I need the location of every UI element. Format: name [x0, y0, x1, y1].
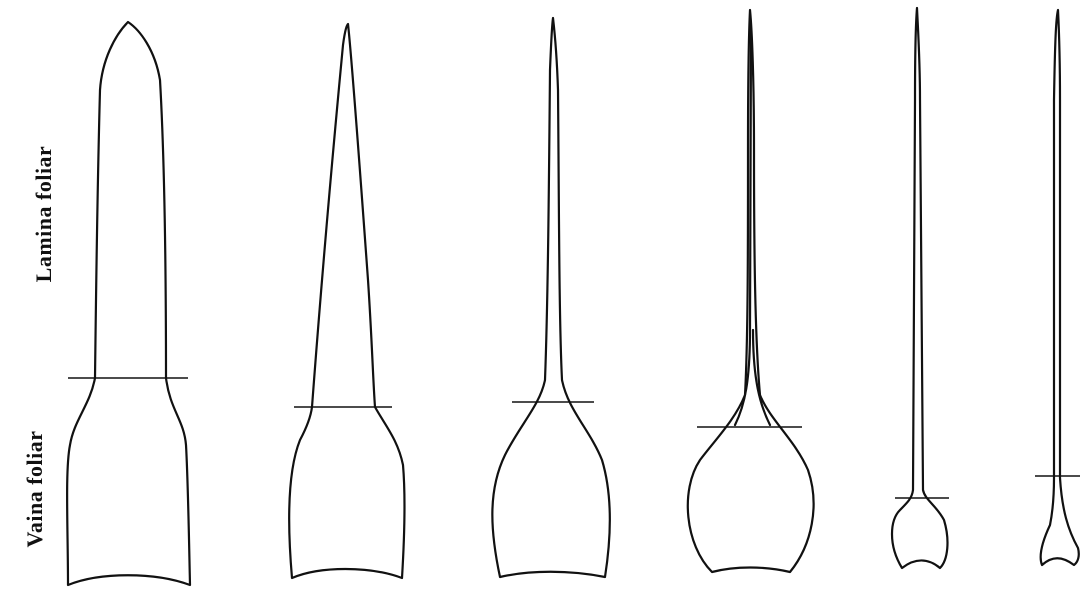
leaf-6 — [1035, 10, 1080, 565]
leaf-5-outline — [892, 8, 947, 568]
leaf-4 — [688, 10, 814, 572]
leaf-5 — [892, 8, 949, 568]
leaf-1-outline — [67, 22, 190, 585]
leaf-1 — [67, 22, 190, 585]
leaf-2 — [289, 24, 404, 578]
leaf-2-outline — [289, 24, 404, 578]
leaf-3-outline — [492, 18, 610, 577]
leaf-6-outline — [1041, 10, 1079, 565]
leaf-3 — [492, 18, 610, 577]
